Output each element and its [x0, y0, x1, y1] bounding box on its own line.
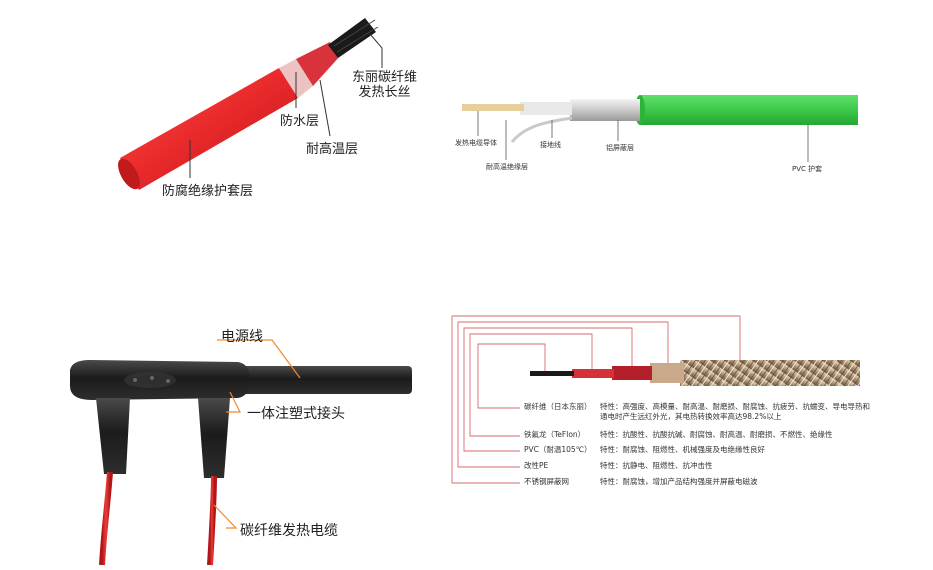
green-cable-diagram — [462, 95, 858, 142]
row-name: 改性PE — [524, 461, 600, 477]
row-name: 不锈钢屏蔽网 — [524, 477, 600, 493]
table-row: 碳纤维（日本东丽） 特性：高强度、高模量、耐高温、耐磨损、耐腐蚀、抗疲劳、抗蠕变… — [524, 402, 884, 430]
inner-insulation — [520, 102, 572, 115]
power-cable — [240, 366, 412, 394]
heating-cable-left — [102, 472, 110, 565]
label-high-temp: 耐高温层 — [306, 138, 358, 157]
ground-wire — [512, 118, 572, 142]
row-desc: 特性：耐腐蚀，增加产品结构强度并屏蔽电磁波 — [600, 477, 884, 493]
conductor-wire — [462, 104, 524, 111]
label-insulation: 耐高温绝缘层 — [486, 162, 528, 172]
row-desc-2: 通电时产生远红外光，其电热转换效率高达98.2%以上 — [600, 412, 884, 422]
layered-cable-diagram — [530, 360, 860, 386]
row-name: PVC（耐温105℃） — [524, 445, 600, 461]
label-joint: 一体注塑式接头 — [247, 403, 345, 423]
heating-cable-right — [210, 476, 214, 565]
red-cable-jacket — [120, 68, 298, 190]
pvc-layer — [612, 366, 652, 380]
row-desc: 特性：耐腐蚀、阻燃性、机械强度及电绝缘性良好 — [600, 445, 884, 461]
aluminium-shield — [570, 99, 640, 121]
table-row: 改性PE 特性：抗静电、阻燃性、抗冲击性 — [524, 461, 884, 477]
table-row: PVC（耐温105℃） 特性：耐腐蚀、阻燃性、机械强度及电绝缘性良好 — [524, 445, 884, 461]
braided-shield — [680, 360, 860, 386]
pe-layer — [650, 363, 684, 383]
label-conductor: 发热电缆导体 — [455, 138, 497, 148]
label-pvc: PVC 护套 — [792, 164, 822, 174]
joint-leg-left — [96, 398, 130, 474]
label-jacket: 防腐绝缘护套层 — [162, 180, 253, 199]
row-desc: 特性：高强度、高模量、耐高温、耐磨损、耐腐蚀、抗疲劳、抗蠕变、导电导热和 — [600, 402, 884, 412]
table-row: 不锈钢屏蔽网 特性：耐腐蚀，增加产品结构强度并屏蔽电磁波 — [524, 477, 884, 493]
label-cable: 碳纤维发热电缆 — [240, 520, 338, 540]
row-name: 铁氟龙（TeFlon） — [524, 430, 600, 445]
label-shield: 铝屏蔽层 — [606, 143, 634, 153]
row-desc: 特性：抗酸性、抗酸抗碱、耐腐蚀、耐高温、耐磨损、不燃性、绝缘性 — [600, 430, 884, 445]
label-ground: 接地线 — [540, 140, 561, 150]
row-desc: 特性：抗静电、阻燃性、抗冲击性 — [600, 461, 884, 477]
red-cable-diagram — [114, 18, 378, 193]
joint-leg-right — [198, 398, 230, 478]
table-row: 铁氟龙（TeFlon） 特性：抗酸性、抗酸抗碱、耐腐蚀、耐高温、耐磨损、不燃性、… — [524, 430, 884, 445]
pvc-jacket — [640, 95, 858, 125]
label-heating-wire: 东丽碳纤维 发热长丝 — [352, 70, 417, 100]
teflon-layer — [572, 369, 614, 378]
row-name: 碳纤维（日本东丽） — [524, 402, 600, 430]
carbon-core — [530, 371, 574, 376]
layered-cable-table: 碳纤维（日本东丽） 特性：高强度、高模量、耐高温、耐磨损、耐腐蚀、抗疲劳、抗蠕变… — [524, 402, 884, 493]
label-waterproof: 防水层 — [280, 110, 319, 129]
label-power-line: 电源线 — [221, 326, 263, 346]
